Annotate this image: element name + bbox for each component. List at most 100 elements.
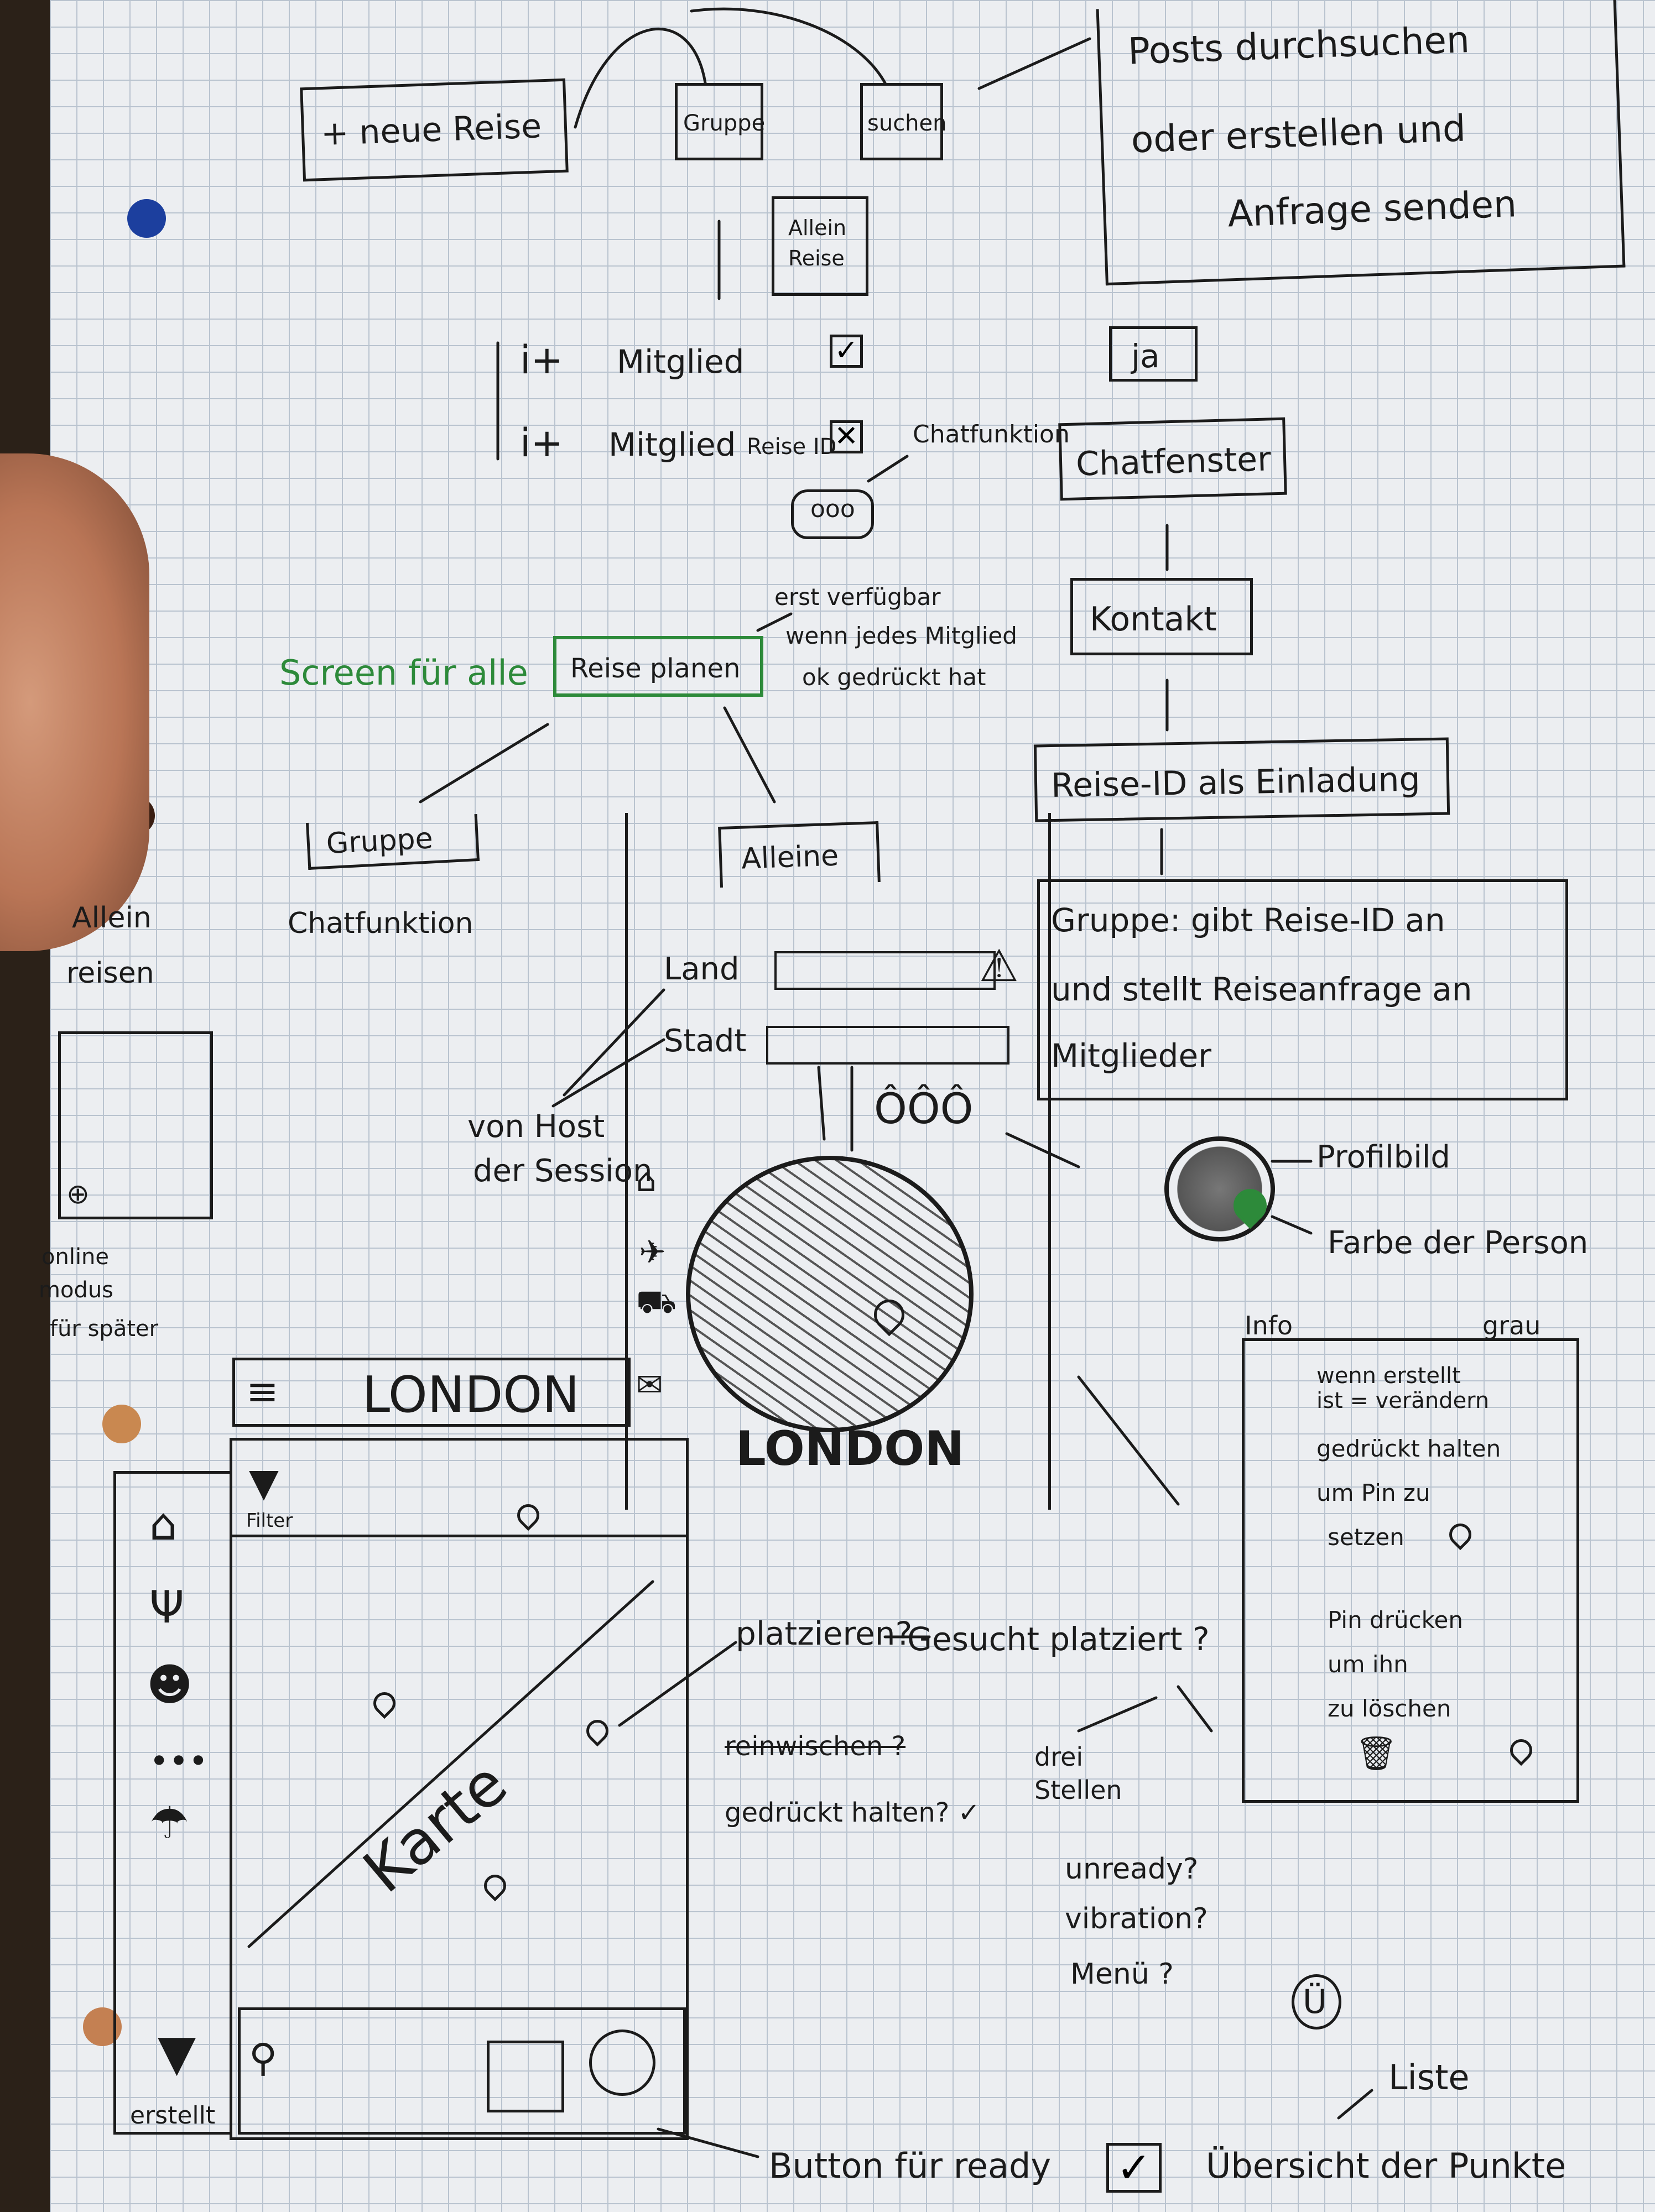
activity-icon[interactable]: ☻ <box>147 1659 193 1710</box>
menu-icon[interactable]: ≡ <box>246 1369 279 1414</box>
phone-screen <box>625 813 1051 1510</box>
online-note-1: online <box>41 1244 110 1270</box>
plane-icon[interactable]: ✈ <box>639 1233 666 1271</box>
info-line-3: gedrückt halten <box>1316 1435 1501 1462</box>
yes-label: ja <box>1131 337 1160 375</box>
three-times-2: Stellen <box>1034 1775 1122 1805</box>
create-label: erstellt <box>130 2101 216 2130</box>
screen-for-all-label: Screen für alle <box>279 653 528 693</box>
info-line-4: um Pin zu <box>1316 1479 1430 1506</box>
online-note-2: modus <box>39 1277 114 1303</box>
info-line-7: um ihn <box>1328 1651 1408 1678</box>
group-note-line-2: und stellt Reiseanfrage an <box>1051 971 1472 1008</box>
online-mode-screen: ⊕ <box>58 1031 213 1219</box>
online-note-3: für später <box>50 1316 159 1342</box>
city-input[interactable] <box>766 1026 1009 1065</box>
member-checkbox-checked[interactable]: ✓ <box>830 335 863 368</box>
alone-travel-label-1: Allein <box>72 901 152 935</box>
location-button[interactable] <box>589 2030 655 2096</box>
question-3: Menü ? <box>1070 1958 1174 1991</box>
place-question: platzieren? <box>736 1615 913 1652</box>
group-note-line-1: Gruppe: gibt Reise-ID an <box>1051 901 1445 939</box>
ready-checkbox[interactable] <box>487 2041 564 2112</box>
group-box[interactable]: Gruppe <box>675 83 766 160</box>
beach-icon[interactable]: ☂ <box>149 1797 189 1849</box>
info-line-6: Pin drücken <box>1328 1606 1463 1634</box>
member-icon: i+ <box>520 420 564 466</box>
overview-label: Übersicht der Punkte <box>1206 2146 1566 2186</box>
car-icon[interactable]: ⛟ <box>636 1283 676 1321</box>
filter-icon[interactable]: ▼ <box>249 1460 279 1505</box>
question-1: unready? <box>1065 1853 1199 1886</box>
warning-icon: ⚠ <box>979 940 1019 992</box>
info-line-2: ist = verändern <box>1316 1388 1490 1413</box>
chat-bubble-dots: ooo <box>810 495 855 523</box>
country-label: Land <box>664 951 740 987</box>
info-line-5: setzen <box>1328 1524 1404 1551</box>
profile-avatar <box>1164 1136 1275 1241</box>
map-circle <box>686 1156 974 1432</box>
plan-note-3: ok gedrückt hat <box>802 664 986 691</box>
map-screen <box>230 1438 689 2140</box>
group-note-line-3: Mitglieder <box>1051 1037 1211 1074</box>
pressed-question: gedrückt halten? ✓ <box>725 1797 980 1828</box>
three-times-1: drei <box>1034 1742 1084 1772</box>
member-checkbox-crossed[interactable]: ✕ <box>830 420 863 453</box>
overview-icon-glyph: Ü <box>1303 1983 1327 2021</box>
host-note-2: der Session <box>473 1153 653 1189</box>
thumb <box>0 453 149 951</box>
search-label: suchen <box>867 111 947 136</box>
person-icons: ÔÔÔ <box>874 1084 974 1133</box>
question-2: vibration? <box>1065 1902 1208 1936</box>
binder-hole <box>127 199 166 238</box>
map-title: LONDON <box>362 1366 580 1424</box>
chat-bubble-icon[interactable]: ooo <box>791 489 874 539</box>
person-color-label: Farbe der Person <box>1328 1225 1589 1261</box>
search-icon[interactable]: ⚲ <box>249 2035 278 2080</box>
grey-label: grau <box>1482 1311 1541 1340</box>
museum-icon[interactable]: ⌂ <box>149 1499 178 1550</box>
list-label: Liste <box>1388 2057 1470 2098</box>
london-map-label: LONDON <box>736 1421 965 1477</box>
mail-icon[interactable]: ✉ <box>636 1366 663 1404</box>
binder-hole <box>102 1405 141 1443</box>
alone-trip-box[interactable]: Allein Reise <box>772 196 868 296</box>
more-icon[interactable]: ••• <box>149 1742 209 1781</box>
alone-travel-label-2: reisen <box>66 957 154 990</box>
home-icon[interactable]: ⌂ <box>636 1161 657 1199</box>
search-box[interactable]: suchen <box>860 83 947 160</box>
restaurant-icon[interactable]: Ψ <box>149 1582 184 1633</box>
info-line-1: wenn erstellt <box>1316 1363 1461 1389</box>
member-label-2: Mitglied <box>608 426 736 463</box>
member-label-1: Mitglied <box>617 343 745 380</box>
info-panel: wenn erstellt ist = verändern gedrückt h… <box>1242 1338 1579 1803</box>
member-icon: i+ <box>520 337 564 383</box>
trash-icon[interactable]: 🗑 <box>1355 1734 1398 1773</box>
yes-box[interactable]: ja <box>1109 326 1198 382</box>
category-sidebar <box>113 1471 230 2135</box>
city-label: Stadt <box>664 1023 747 1059</box>
info-line-8: zu löschen <box>1328 1695 1451 1722</box>
trip-id-label: Reise ID <box>747 434 837 460</box>
plan-note-1: erst verfügbar <box>774 583 941 611</box>
cross-out-question: reinwischen ? <box>725 1731 906 1762</box>
globe-icon: ⊕ <box>66 1178 90 1210</box>
chat-function-arrow-label: Chatfunktion <box>288 907 473 940</box>
map-header: ≡ LONDON <box>232 1358 631 1427</box>
overview-icon[interactable]: Ü <box>1292 1974 1341 2030</box>
plan-trip-button[interactable]: Reise planen <box>553 636 763 697</box>
chat-function-label: Chatfunktion <box>913 420 1070 448</box>
create-filter-icon[interactable]: ▼ <box>158 2024 196 2082</box>
info-label: Info <box>1245 1311 1293 1340</box>
plan-trip-label: Reise planen <box>570 653 741 684</box>
filter-bar-line <box>232 1535 686 1537</box>
button-ready-label: Button für ready <box>769 2146 1052 2186</box>
alone-trip-label-1: Allein <box>788 216 847 240</box>
group-label: Gruppe <box>683 111 766 136</box>
bottom-bar <box>238 2007 686 2135</box>
country-input[interactable] <box>774 951 996 990</box>
contact-box[interactable]: Kontakt <box>1070 578 1253 655</box>
plan-note-2: wenn jedes Mitglied <box>785 622 1017 649</box>
group-note-box: Gruppe: gibt Reise-ID an und stellt Reis… <box>1037 879 1568 1100</box>
